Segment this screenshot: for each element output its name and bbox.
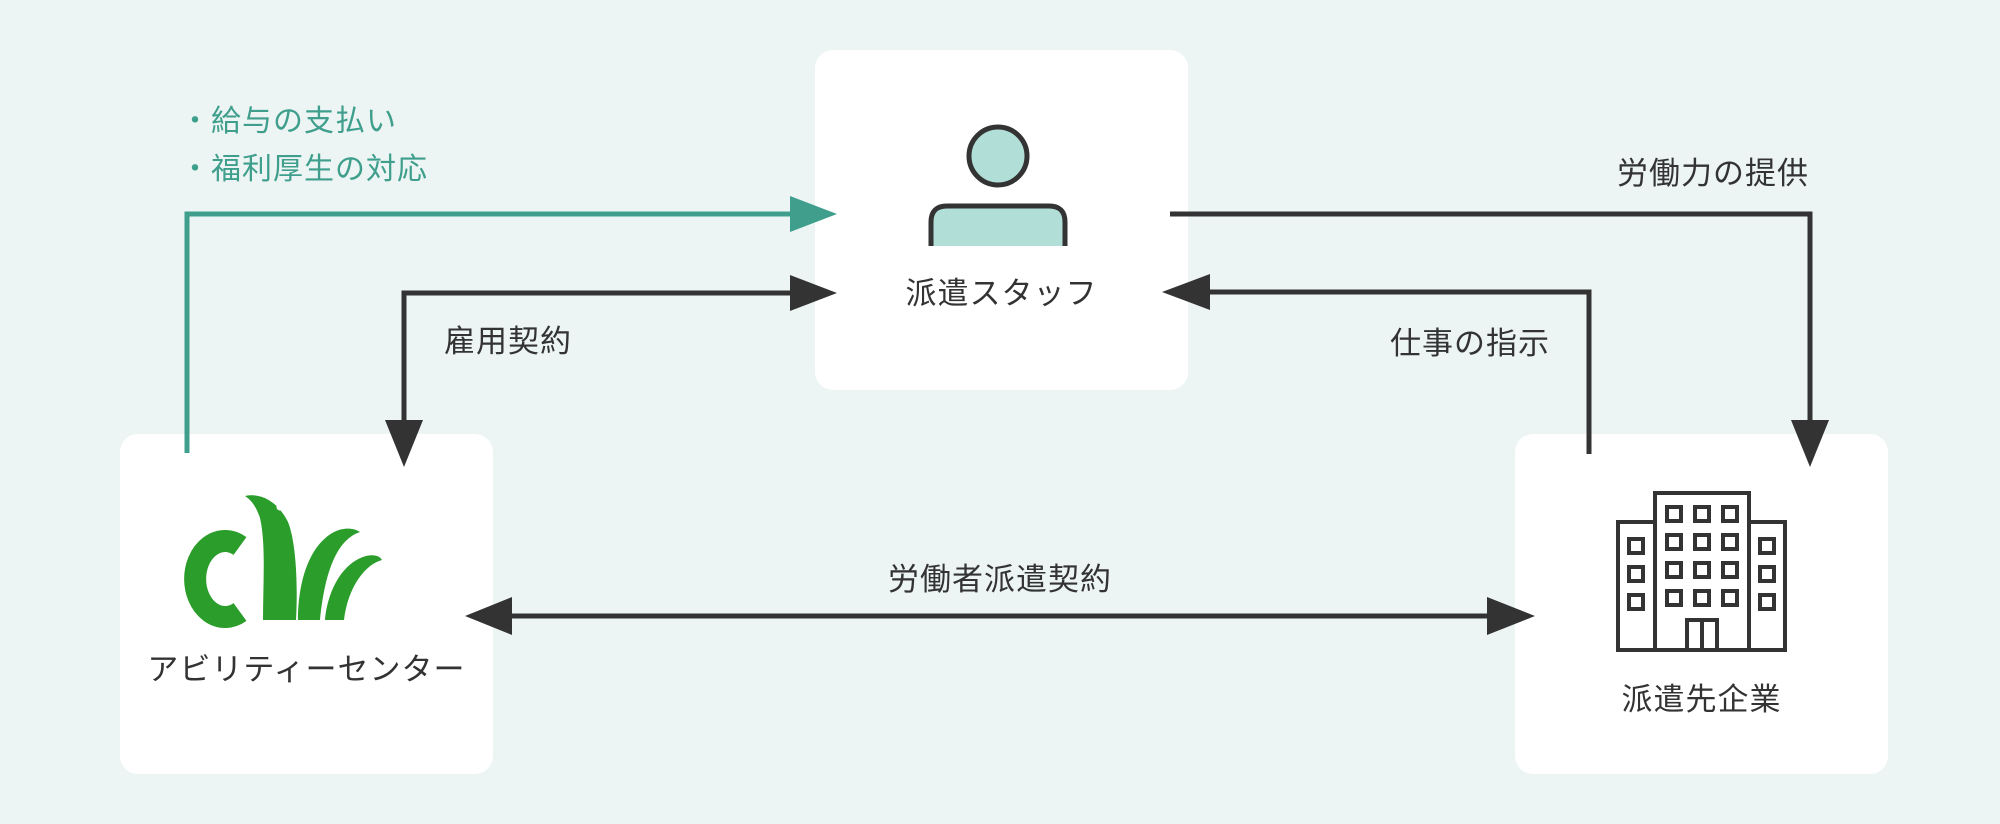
node-label-staff: 派遣スタッフ <box>905 276 1098 312</box>
edge-employment-line <box>401 290 795 425</box>
node-label-ability-center: アビリティーセンター <box>147 652 466 688</box>
salary-item: ・福利厚生の対応 <box>180 152 428 187</box>
edge-label-employment: 雇用契約 <box>444 324 572 360</box>
edge-label-salary: ・給与の支払い ・福利厚生の対応 <box>180 98 428 194</box>
edge-label-labor: 労働力の提供 <box>1617 156 1809 192</box>
edge-labor-arrowhead <box>1791 420 1829 467</box>
edge-instruction-line <box>1206 289 1592 454</box>
person-icon <box>928 124 1068 246</box>
salary-item: ・給与の支払い <box>180 104 397 139</box>
edge-salary-arrowhead <box>790 196 837 232</box>
edge-dispatch-arrowhead-left <box>465 597 512 635</box>
edge-employment-arrowhead-ability <box>385 420 423 467</box>
edge-employment-arrowhead-staff <box>790 275 837 311</box>
edge-labor-line <box>1170 211 1813 425</box>
edge-instruction-arrowhead <box>1162 274 1210 310</box>
edge-dispatch-arrowhead-right <box>1487 597 1535 635</box>
edge-label-instruction: 仕事の指示 <box>1390 326 1550 362</box>
node-client-company: 派遣先企業 <box>1515 434 1888 774</box>
building-icon <box>1616 491 1787 652</box>
node-dispatch-staff: 派遣スタッフ <box>815 50 1188 390</box>
node-ability-center: アビリティーセンター <box>120 434 493 774</box>
ability-center-logo-icon <box>184 495 382 628</box>
node-label-client: 派遣先企業 <box>1621 682 1782 718</box>
edge-salary-line <box>184 211 795 453</box>
edge-label-dispatch: 労働者派遣契約 <box>888 562 1112 598</box>
